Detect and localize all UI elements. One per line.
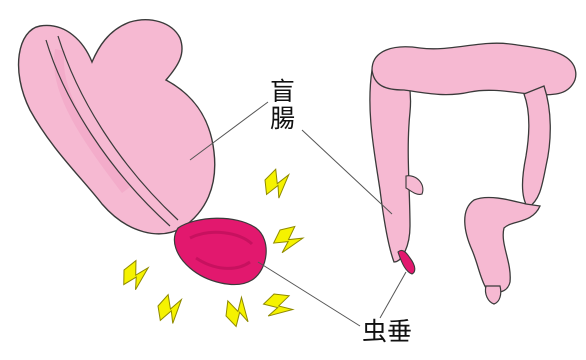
rectum <box>485 286 500 304</box>
lightning-bolt-icon <box>119 258 153 292</box>
cecum-body <box>19 20 215 234</box>
large-intestine-illustration <box>370 43 576 304</box>
lightning-bolt-icon <box>272 223 304 255</box>
lightning-bolt-icon <box>259 165 295 201</box>
cecum-label-char: 盲 <box>270 78 300 105</box>
cecum-label: 盲 腸 <box>270 78 300 132</box>
inflamed-appendix <box>174 218 266 284</box>
ascending-colon <box>370 64 411 262</box>
lightning-bolt-icon <box>260 287 298 325</box>
appendix <box>398 250 415 274</box>
sigmoid-colon <box>465 197 540 292</box>
cecum-label-char: 腸 <box>270 105 300 132</box>
appendix-leader-line-overview <box>380 272 406 318</box>
descending-colon <box>523 86 551 208</box>
lightning-bolt-icon <box>219 292 257 330</box>
lightning-bolt-icon <box>152 290 189 327</box>
cecum-illustration <box>19 20 267 285</box>
appendix-label: 虫垂 <box>362 318 412 345</box>
transverse-colon <box>372 43 576 95</box>
